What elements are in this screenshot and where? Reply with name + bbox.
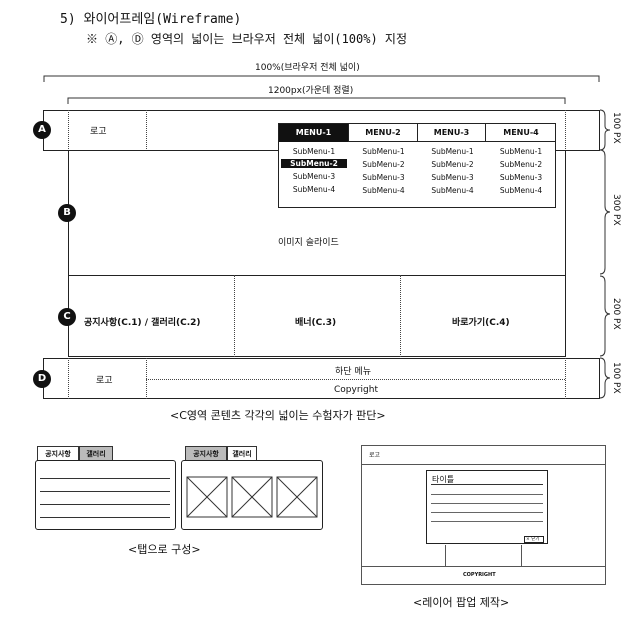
submenu-1-2[interactable]: SubMenu-2	[281, 159, 347, 168]
height-label-c: 200 PX	[611, 298, 621, 330]
menu-2[interactable]: MENU-2	[349, 124, 418, 142]
badge-a: A	[33, 121, 51, 139]
badge-c: C	[58, 308, 76, 326]
submenu-2-2[interactable]: SubMenu-2	[362, 160, 405, 169]
area-c1-label: 공지사항(C.1) / 갤러리(C.2)	[84, 318, 201, 328]
layer-popup-title: 타이틀	[432, 475, 455, 484]
tab-example-1-gallery[interactable]: 갤러리	[79, 446, 113, 461]
full-width-label: 100%(브라우저 전체 넓이)	[255, 63, 360, 73]
area-d-logo[interactable]: 로고	[96, 376, 113, 386]
submenu-2-3[interactable]: SubMenu-3	[362, 173, 405, 182]
menu-3[interactable]: MENU-3	[418, 124, 486, 142]
footer-copyright: Copyright	[334, 385, 378, 395]
area-c-content	[68, 275, 566, 357]
submenu-3-1[interactable]: SubMenu-1	[431, 147, 474, 156]
area-d-footer	[43, 358, 600, 399]
tab-example-2-notice[interactable]: 공지사항	[185, 446, 227, 461]
tab-example-1-panel	[35, 460, 176, 530]
height-label-b: 300 PX	[611, 194, 621, 226]
badge-d: D	[33, 370, 51, 388]
submenu-2-4[interactable]: SubMenu-4	[362, 186, 405, 195]
layer-popup-close-button[interactable]: × 닫기	[524, 536, 544, 543]
main-menu: MENU-1 MENU-2 MENU-3 MENU-4 SubMenu-1 Su…	[278, 123, 556, 208]
section-title: 5) 와이어프레임(Wireframe)	[60, 12, 242, 27]
caption-popup: <레이어 팝업 제작>	[413, 596, 510, 609]
caption-tab: <탭으로 구성>	[128, 543, 201, 556]
submenu-2-1[interactable]: SubMenu-1	[362, 147, 405, 156]
height-label-a: 100 PX	[611, 112, 621, 144]
close-label: × 닫기	[526, 537, 540, 542]
submenu-1-1[interactable]: SubMenu-1	[292, 147, 336, 156]
menu-4[interactable]: MENU-4	[486, 124, 556, 142]
tab-example-1-notice[interactable]: 공지사항	[37, 446, 79, 461]
area-c3-label: 배너(C.3)	[295, 318, 337, 328]
submenu-3-4[interactable]: SubMenu-4	[431, 186, 474, 195]
badge-b: B	[58, 204, 76, 222]
area-b-label: 이미지 슬라이드	[278, 238, 339, 248]
tab-example-2-panel	[181, 460, 323, 530]
popup-example-logo: 로고	[369, 452, 381, 459]
submenu-1-3[interactable]: SubMenu-3	[292, 172, 336, 181]
submenu-1-4[interactable]: SubMenu-4	[292, 185, 336, 194]
tab-example-2-gallery[interactable]: 갤러리	[227, 446, 257, 461]
height-label-d: 100 PX	[611, 362, 621, 394]
footer-menu[interactable]: 하단 메뉴	[335, 367, 371, 377]
section-note: ※ Ⓐ, Ⓓ 영역의 넓이는 브라우저 전체 넓이(100%) 지정	[86, 32, 408, 46]
submenu-3-3[interactable]: SubMenu-3	[431, 173, 474, 182]
area-c4-label: 바로가기(C.4)	[452, 318, 510, 328]
submenu-3-2[interactable]: SubMenu-2	[431, 160, 474, 169]
content-width-label: 1200px(가운데 정렬)	[268, 86, 354, 96]
layer-popup	[426, 470, 548, 544]
caption-c: <C영역 콘텐츠 각각의 넓이는 수험자가 판단>	[170, 409, 386, 422]
popup-example-copyright: COPYRIGHT	[463, 572, 496, 578]
submenu-4-4[interactable]: SubMenu-4	[499, 186, 543, 195]
submenu-4-3[interactable]: SubMenu-3	[499, 173, 543, 182]
menu-1[interactable]: MENU-1	[279, 124, 349, 142]
area-a-logo[interactable]: 로고	[90, 127, 107, 137]
submenu-4-1[interactable]: SubMenu-1	[499, 147, 543, 156]
submenu-4-2[interactable]: SubMenu-2	[499, 160, 543, 169]
